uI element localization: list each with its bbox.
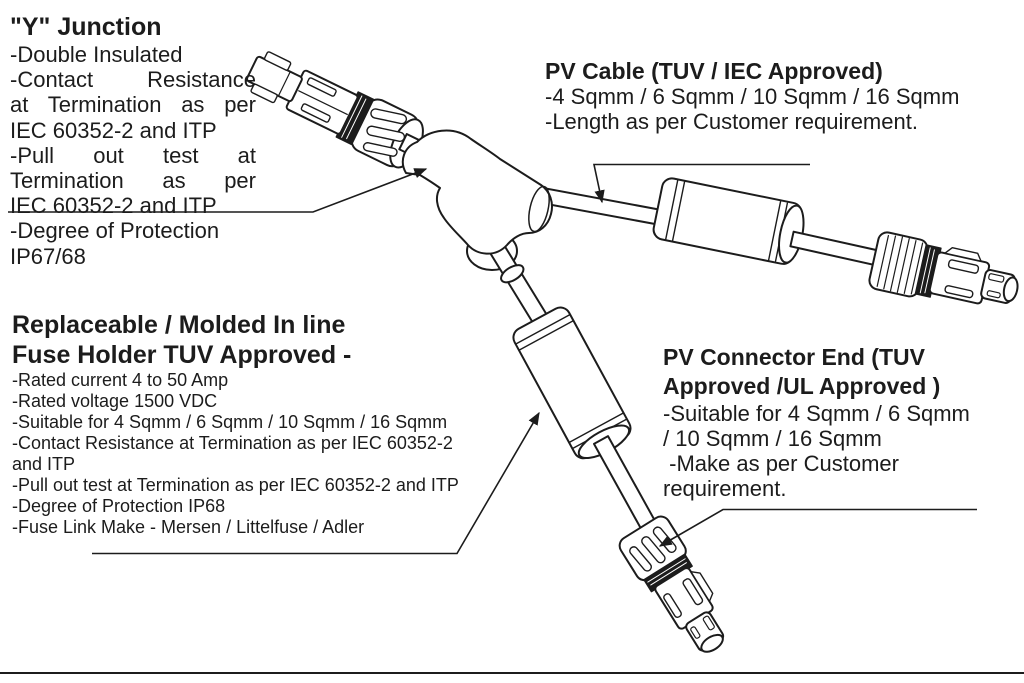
spec-line: IEC 60352-2 and ITP xyxy=(10,117,217,143)
y-junction-spec-block: "Y" Junction -Double Insulated -Contact … xyxy=(10,12,256,269)
pv-cable-spec-block: PV Cable (TUV / IEC Approved) -4 Sqmm / … xyxy=(545,57,1023,134)
spec-line: requirement. xyxy=(663,476,787,501)
molded-inline-part-drawing xyxy=(652,177,805,265)
y-junction-heading: "Y" Junction xyxy=(10,13,162,41)
y-junction-leader-arrow xyxy=(8,168,428,213)
spec-line: -Double Insulated xyxy=(10,42,183,67)
spec-line: IP67/68 xyxy=(10,243,86,269)
spec-line: / 10 Sqmm / 16 Sqmm xyxy=(663,426,882,451)
pv-cable-heading: PV Cable (TUV / IEC Approved) xyxy=(545,58,883,84)
spec-line: -Pull out test at Termination as per IEC… xyxy=(12,475,459,495)
pv-connector-heading-line2: Approved /UL Approved ) xyxy=(663,373,941,399)
inline-fuse-holder-drawing xyxy=(512,306,632,460)
spec-line: -Fuse Link Make - Mersen / Littelfuse / … xyxy=(12,517,365,537)
pv-connector-spec-block: PV Connector End (TUV Approved /UL Appro… xyxy=(663,343,1019,501)
pv-connector-heading-line1: PV Connector End (TUV xyxy=(663,344,925,370)
spec-line: -Contact Resistance xyxy=(10,67,256,93)
pv-cable-end-connector-drawing xyxy=(868,231,1019,305)
fuse-holder-leader-arrow xyxy=(92,411,540,555)
fuse-holder-spec-block: Replaceable / Molded In line Fuse Holder… xyxy=(12,310,506,538)
spec-line: Termination as per xyxy=(10,168,256,194)
fuse-holder-heading-line1: Replaceable / Molded In line xyxy=(12,311,346,339)
spec-line: -Contact Resistance at Termination as pe… xyxy=(12,433,453,453)
pv-cable-leader-arrow xyxy=(593,163,810,204)
fuse-holder-heading-line2: Fuse Holder TUV Approved - xyxy=(12,341,352,369)
spec-line: -4 Sqmm / 6 Sqmm / 10 Sqmm / 16 Sqmm xyxy=(545,84,960,109)
pv-connector-leader-arrow xyxy=(658,508,977,547)
spec-line: -Suitable for 4 Sqmm / 6 Sqmm / 10 Sqmm … xyxy=(12,412,448,432)
spec-line: -Rated voltage 1500 VDC xyxy=(12,391,218,411)
spec-line: -Make as per Customer xyxy=(663,451,899,476)
spec-line: -Length as per Customer requirement. xyxy=(545,108,918,134)
y-junction-body-drawing xyxy=(401,129,553,255)
spec-line: -Degree of Protection xyxy=(10,218,220,244)
spec-line: -Pull out test at xyxy=(10,142,256,168)
spec-line: IEC 60352-2 and ITP xyxy=(10,193,217,219)
spec-line: -Degree of Protection IP68 xyxy=(12,496,226,516)
spec-line: -Suitable for 4 Sqmm / 6 Sqmm xyxy=(663,401,970,426)
spec-line: -Rated current 4 to 50 Amp xyxy=(12,370,229,390)
spec-line: at Termination as per xyxy=(10,92,256,118)
spec-line: and ITP xyxy=(12,454,76,474)
